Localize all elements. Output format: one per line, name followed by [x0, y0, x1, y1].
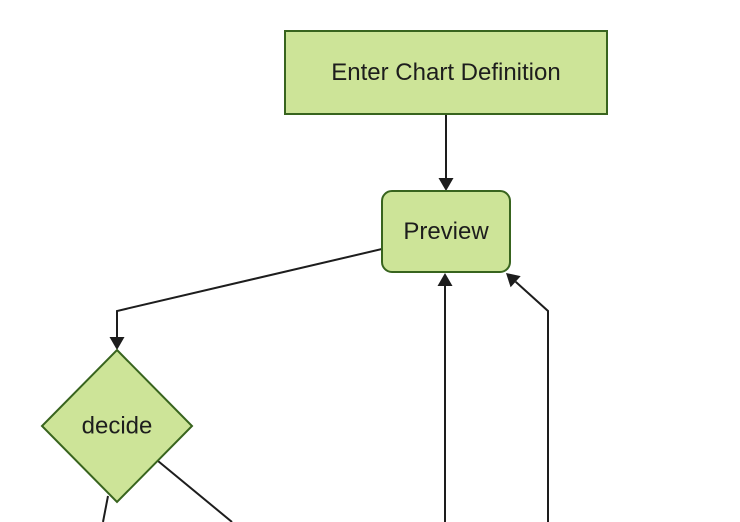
- edge-preview-to-decide: [116, 248, 383, 337]
- edge-decide-to-offscreen-bottom-right: [157, 460, 233, 522]
- node-decide: [40, 348, 194, 504]
- arrowhead-offscreen-bottom-to-preview: [437, 273, 453, 286]
- node-label-enter-chart-definition: Enter Chart Definition: [331, 59, 560, 86]
- node-label-preview: Preview: [403, 218, 489, 245]
- edge-offscreen-bottom-right-to-preview: [514, 280, 549, 522]
- arrowhead-enter-to-preview: [438, 178, 454, 191]
- node-preview: [381, 190, 511, 273]
- arrowhead-preview-to-decide: [109, 337, 125, 350]
- node-label-decide: decide: [82, 413, 153, 440]
- node-enter-chart-definition: [284, 30, 608, 115]
- edge-decide-to-offscreen-bottom-left: [102, 495, 109, 522]
- arrowhead-offscreen-bottom-right-to-preview: [506, 273, 521, 288]
